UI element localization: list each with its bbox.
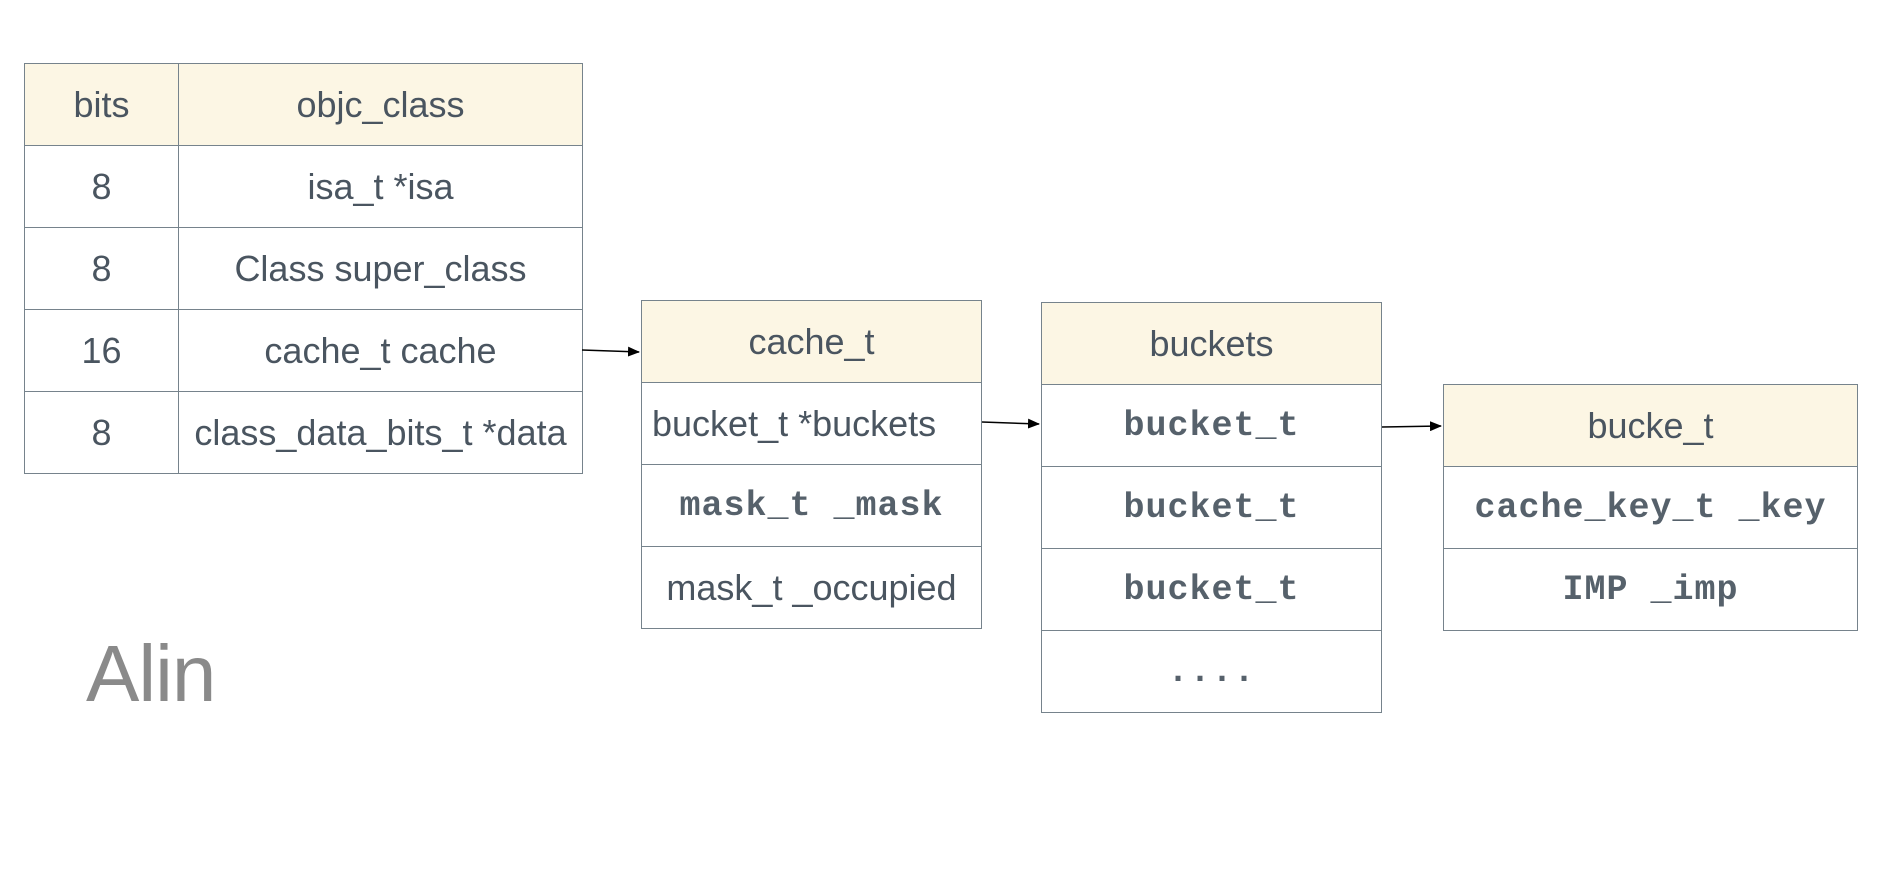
cache-t-row-mask: mask_t _mask: [641, 464, 982, 547]
cache-t-row-buckets: bucket_t *buckets: [641, 382, 982, 465]
arrow-buckets-ptr-to-buckets: [981, 418, 1040, 429]
objc-class-row-cache: 16 cache_t cache: [24, 309, 583, 392]
bits-cell: 16: [24, 309, 179, 392]
arrow-cache-to-cache-t: [581, 346, 640, 357]
bits-cell: 8: [24, 227, 179, 310]
bucket-t-header: bucke_t: [1443, 384, 1858, 467]
field-cell: class_data_bits_t *data: [178, 391, 583, 474]
cache-t-header-row: cache_t: [641, 300, 982, 383]
bucket-cell: bucket_t: [1041, 466, 1382, 549]
bucket-t-cell: cache_key_t _key: [1443, 466, 1858, 549]
bucket-t-row-imp: IMP _imp: [1443, 548, 1858, 631]
cache-t-header: cache_t: [641, 300, 982, 383]
bucket-t-cell: IMP _imp: [1443, 548, 1858, 631]
bits-cell: 8: [24, 391, 179, 474]
buckets-row: bucket_t: [1041, 466, 1382, 549]
arrow-bucket-to-bucke-t: [1381, 421, 1442, 432]
buckets-row: ....: [1041, 630, 1382, 713]
watermark-text: Alin: [86, 629, 216, 718]
buckets-header-row: buckets: [1041, 302, 1382, 385]
field-cell: cache_t cache: [178, 309, 583, 392]
bits-header: bits: [24, 63, 179, 146]
bucket-cell: bucket_t: [1041, 548, 1382, 631]
bits-cell: 8: [24, 145, 179, 228]
buckets-row: bucket_t: [1041, 384, 1382, 467]
objc-class-row-data: 8 class_data_bits_t *data: [24, 391, 583, 474]
bucket-t-header-row: bucke_t: [1443, 384, 1858, 467]
cache-t-cell: bucket_t *buckets: [641, 382, 982, 465]
objc-class-row-isa: 8 isa_t *isa: [24, 145, 583, 228]
objc-class-header: objc_class: [178, 63, 583, 146]
cache-t-cell: mask_t _occupied: [641, 546, 982, 629]
bucket-t-table: bucke_t cache_key_t _key IMP _imp: [1443, 384, 1858, 631]
buckets-row: bucket_t: [1041, 548, 1382, 631]
cache-t-table: cache_t bucket_t *buckets mask_t _mask m…: [641, 300, 982, 629]
field-cell: isa_t *isa: [178, 145, 583, 228]
objc-class-table: bits objc_class 8 isa_t *isa 8 Class sup…: [24, 63, 583, 474]
cache-t-cell: mask_t _mask: [641, 464, 982, 547]
ellipsis-cell: ....: [1041, 630, 1382, 713]
cache-t-row-occupied: mask_t _occupied: [641, 546, 982, 629]
buckets-header: buckets: [1041, 302, 1382, 385]
objc-class-header-row: bits objc_class: [24, 63, 583, 146]
bucket-t-row-key: cache_key_t _key: [1443, 466, 1858, 549]
bucket-cell: bucket_t: [1041, 384, 1382, 467]
objc-class-row-super-class: 8 Class super_class: [24, 227, 583, 310]
buckets-table: buckets bucket_t bucket_t bucket_t ....: [1041, 302, 1382, 713]
field-cell: Class super_class: [178, 227, 583, 310]
